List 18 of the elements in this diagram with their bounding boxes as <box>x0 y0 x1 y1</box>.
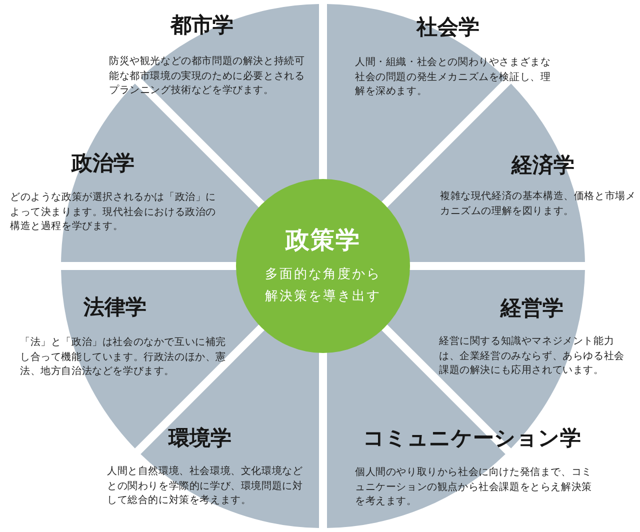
heading: 経済学 <box>512 152 574 179</box>
description: 経営に関する知識やマネジメント能力は、企業経営のみならず、あらゆる社会課題の解決にも応用されています。 <box>439 335 626 378</box>
heading: 経営学 <box>500 295 564 322</box>
heading: 都市学 <box>170 12 234 39</box>
heading: 法律学 <box>84 294 146 321</box>
description: 防災や観光などの都市問題の解決と持続可能な都市環境の実現のために必要とされるプランニング技術などを学びます。 <box>109 55 306 98</box>
description: 「法」と「政治」は社会のなかで互いに補完し合って機能しています。行政法のほか、憲法、地方自治法などを学びます。 <box>20 336 227 379</box>
description: 複雑な現代経済の基本構造、価格と市場メカニズムの理解を図ります。 <box>440 190 637 218</box>
heading: 環境学 <box>168 425 232 452</box>
heading: コミュニケーション学 <box>363 425 581 452</box>
description: 人間・組織・社会との関わりやさまざまな社会の問題の発生メカニズムを検証し、理解を深めます。 <box>355 56 552 99</box>
heading: 社会学 <box>416 14 480 41</box>
description: 人間と自然環境、社会環境、文化環境などとの関わりを学際的に学び、環境問題に対して総合的に対策を考えます。 <box>107 465 304 508</box>
description: 個人間のやり取りから社会に向けた発信まで、コミュニケーションの観点から社会課題をとらえ解決策を考えます。 <box>355 466 593 509</box>
subtitle: 多面的な角度から解決策を導き出す <box>264 266 382 306</box>
title: 政策学 <box>286 225 360 255</box>
description: どのような政策が選択されるかは「政治」によって決まります。現代社会における政治の構造と過程を学びます。 <box>10 191 217 234</box>
heading: 政治学 <box>72 150 134 177</box>
